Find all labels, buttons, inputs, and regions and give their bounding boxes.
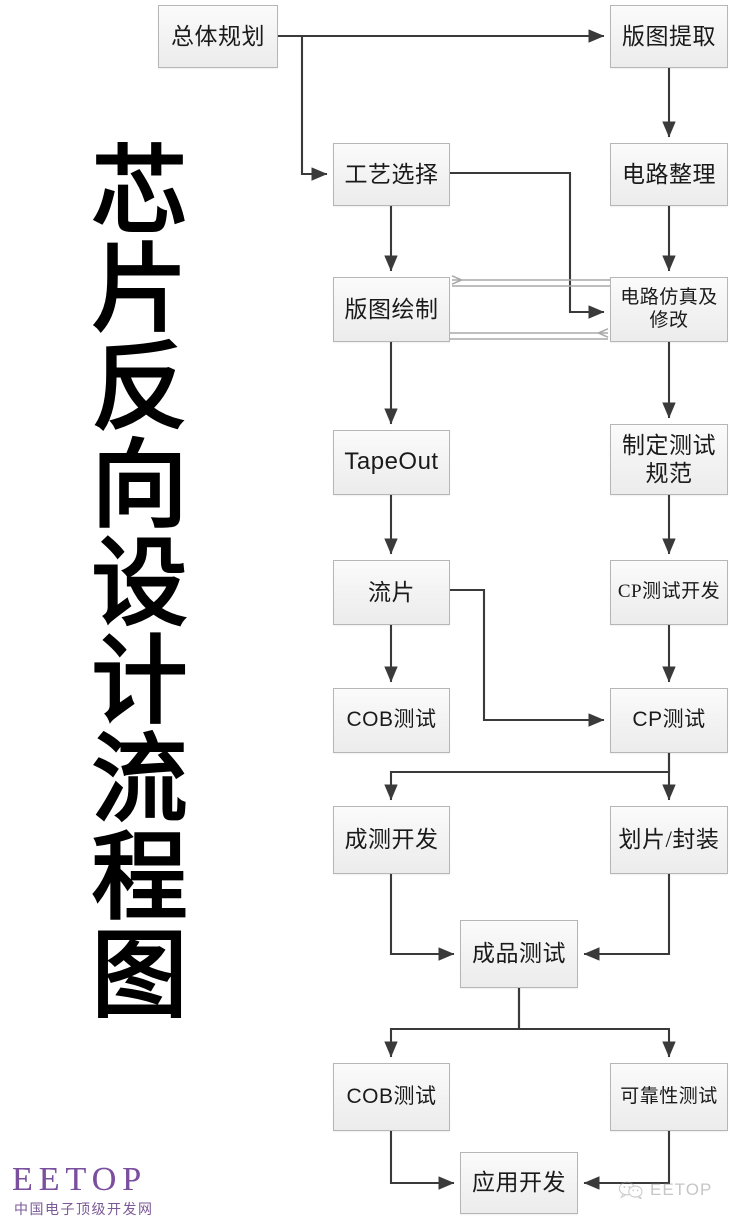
edge-fintestdev-to-fintest — [389, 874, 455, 961]
page-title: 芯片反向设计流程图 — [77, 140, 184, 1022]
node-cp-test[interactable]: CP测试 — [610, 688, 728, 753]
eetop-logo: EETOP 中国电子顶级开发网 — [8, 1162, 188, 1219]
edge-tapeouts-to-cp — [450, 588, 605, 727]
edge-fintest-to-cob2 — [384, 988, 521, 1058]
eetop-wordmark: EETOP — [8, 1162, 188, 1198]
edge-package-to-fintest — [583, 874, 671, 961]
node-final-product-test[interactable]: 成品测试 — [460, 920, 578, 988]
edge-fintest-to-reliability — [517, 988, 676, 1058]
eetop-tagline: 中国电子顶级开发网 — [14, 1200, 154, 1217]
node-tapeout[interactable]: TapeOut — [333, 430, 450, 495]
node-circuit-simulation-revision[interactable]: 电路仿真及 修改 — [610, 277, 728, 342]
node-layout-extraction[interactable]: 版图提取 — [610, 5, 728, 68]
edge-reliability-to-app — [583, 1131, 671, 1190]
edge-cp-to-fintestdev — [384, 753, 671, 801]
node-overall-planning[interactable]: 总体规划 — [158, 5, 278, 68]
wechat-watermark: EETOP — [618, 1180, 712, 1200]
node-process-selection[interactable]: 工艺选择 — [333, 143, 450, 206]
watermark-text: EETOP — [650, 1180, 713, 1199]
edge-plan-to-process — [300, 36, 328, 181]
node-reliability-test[interactable]: 可靠性测试 — [610, 1063, 728, 1131]
node-cp-test-development[interactable]: CP测试开发 — [610, 560, 728, 625]
node-cob-test-final[interactable]: COB测试 — [333, 1063, 450, 1131]
node-cob-test-early[interactable]: COB测试 — [333, 688, 450, 753]
node-application-development[interactable]: 应用开发 — [460, 1152, 578, 1214]
edge-process-to-sim — [450, 171, 605, 319]
node-circuit-tidying[interactable]: 电路整理 — [610, 143, 728, 206]
node-tapeout-fab[interactable]: 流片 — [333, 560, 450, 625]
edge-cob2-to-app — [389, 1131, 455, 1190]
node-final-test-development[interactable]: 成测开发 — [333, 806, 450, 874]
node-layout-drawing[interactable]: 版图绘制 — [333, 277, 450, 342]
node-test-spec-definition[interactable]: 制定测试 规范 — [610, 424, 728, 495]
node-dicing-packaging[interactable]: 划片/封装 — [610, 806, 728, 874]
wechat-icon — [618, 1181, 643, 1199]
